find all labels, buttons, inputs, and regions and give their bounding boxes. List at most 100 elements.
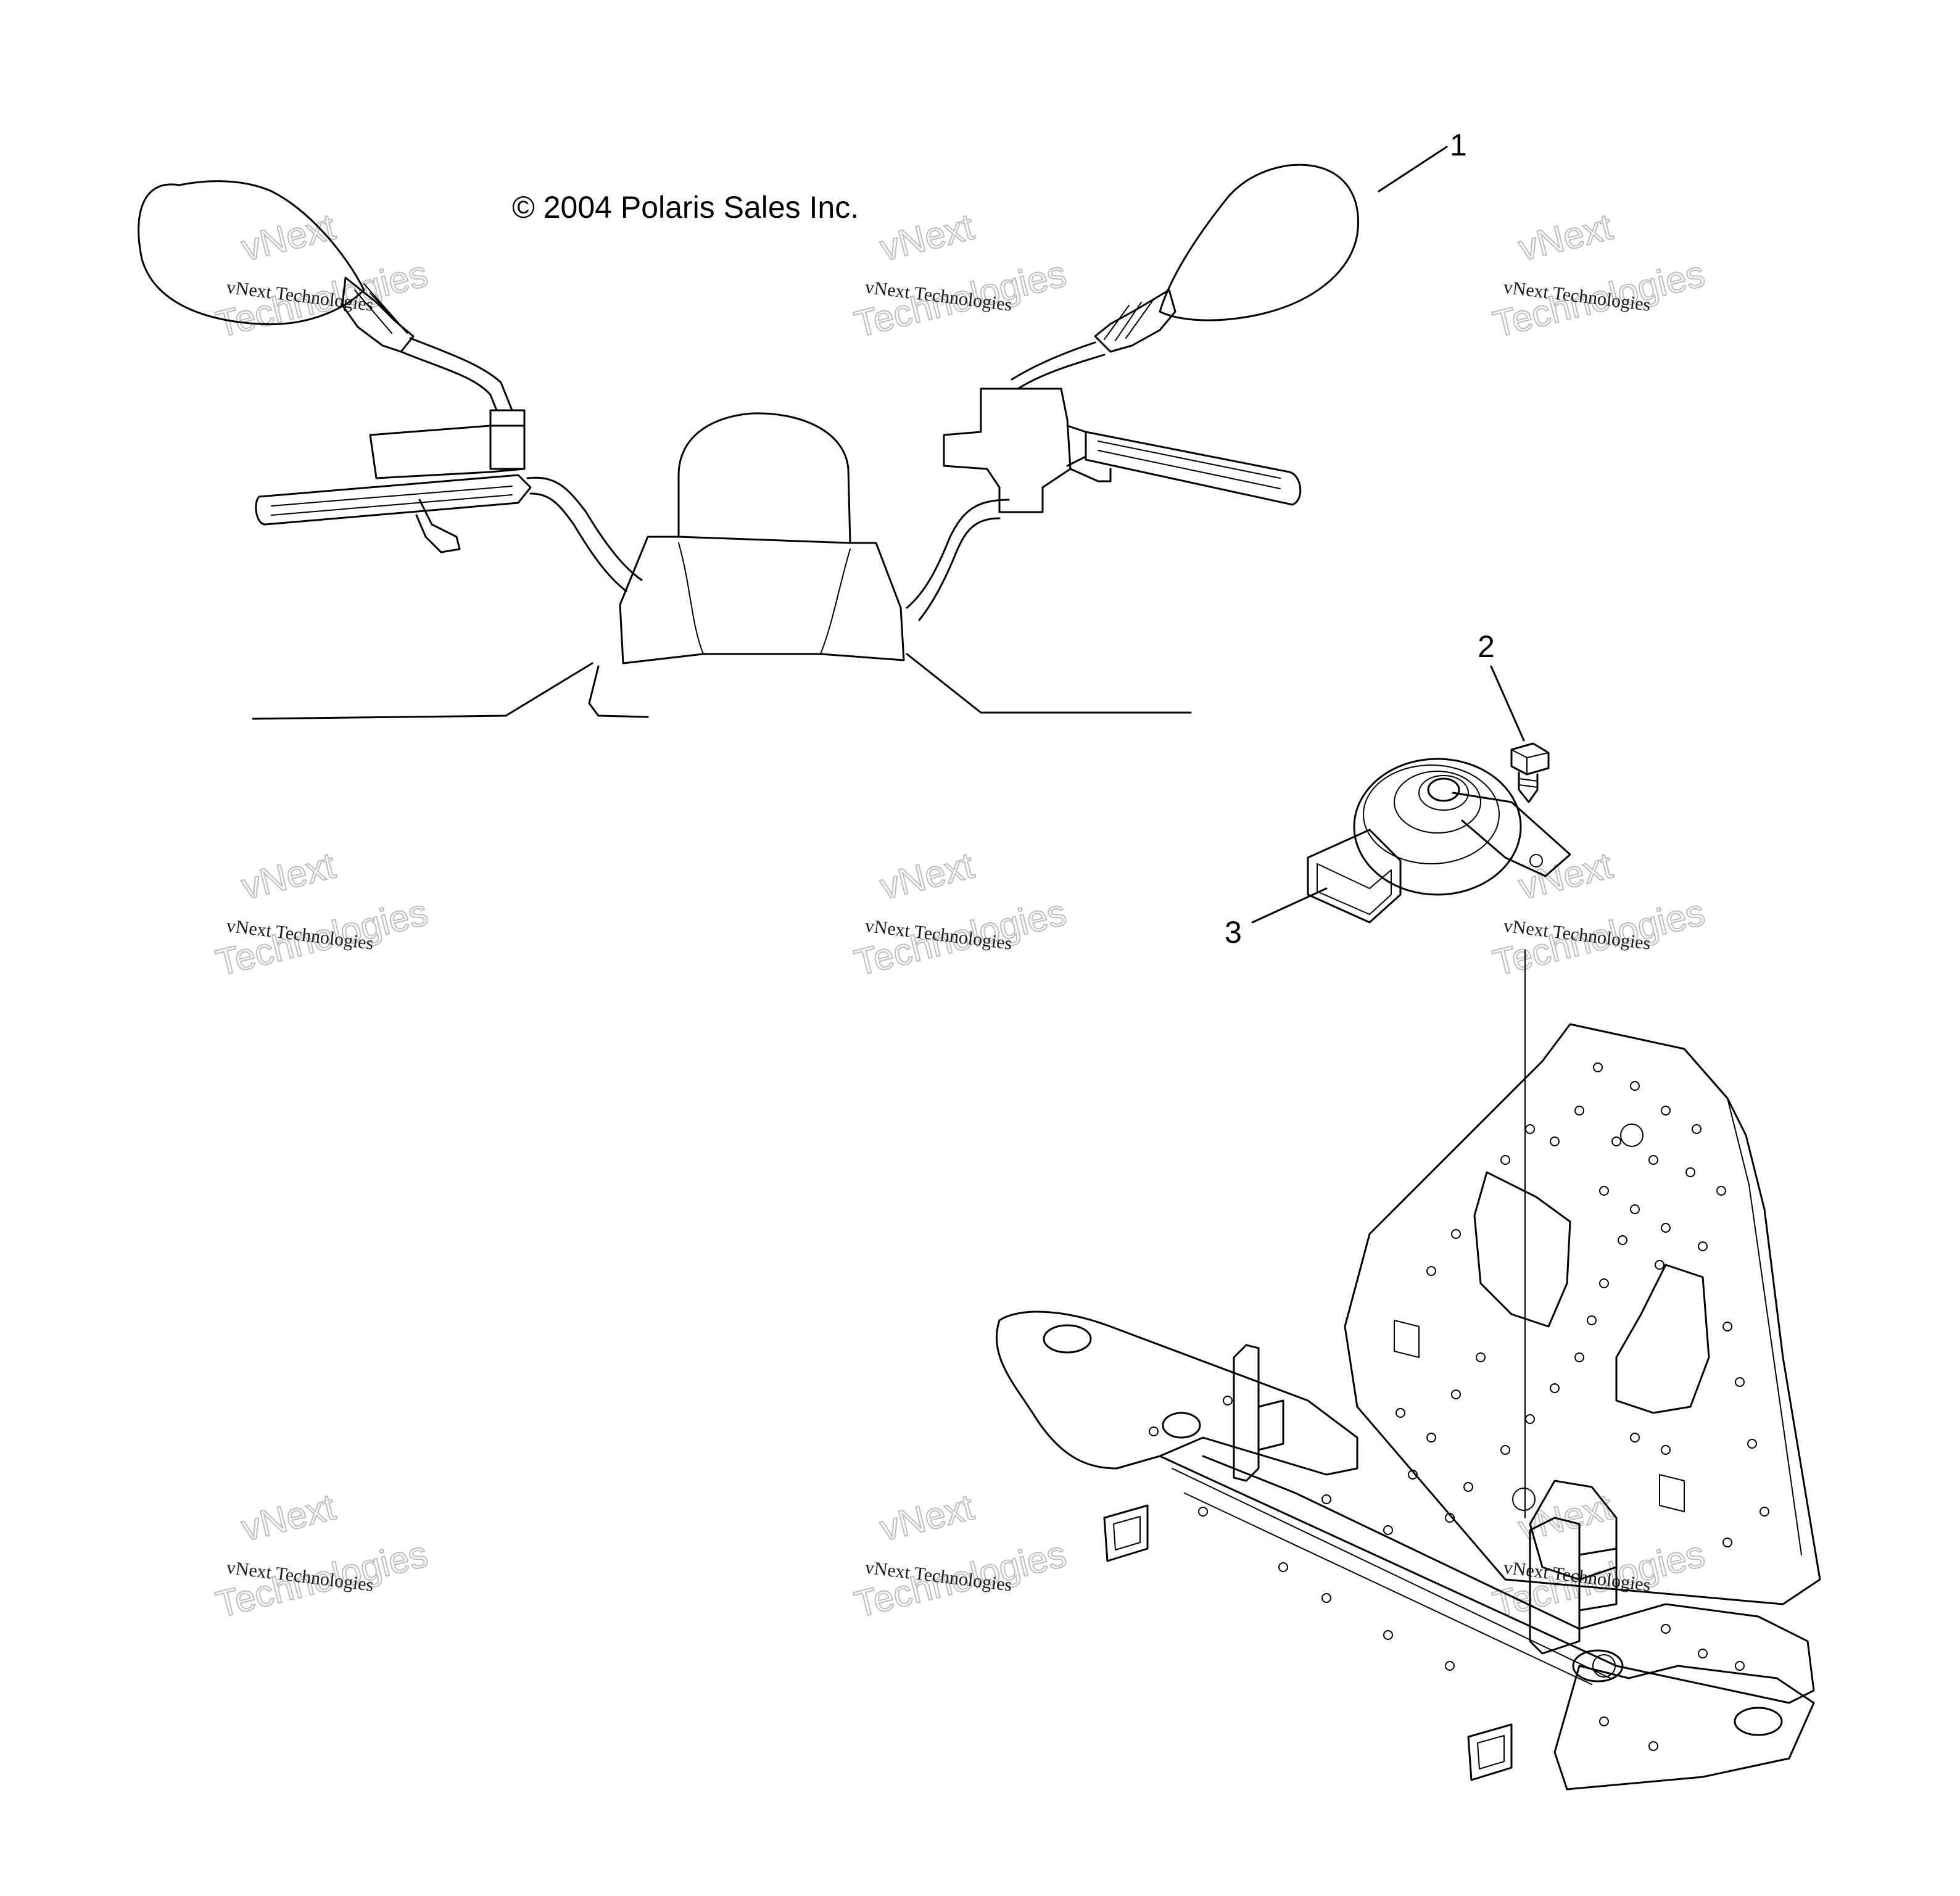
left-mirror-stem [400,337,513,412]
left-lever [415,499,461,553]
frame-hole [1574,1106,1584,1116]
bolt-shank [1518,771,1539,803]
cross-member-hole-left [1043,1324,1092,1354]
right-mirror-boot [1094,289,1176,353]
left-clamp [489,409,526,470]
frame-hole [1149,1426,1159,1436]
frame-hole [1630,1433,1640,1443]
rear-bracket [1529,1517,1581,1655]
frame-hole [1476,1352,1486,1362]
frame-hole [1550,1136,1560,1146]
rear-tube-end [1467,1723,1513,1781]
left-mirror-head [138,180,365,326]
frame-hole-large [1592,1654,1616,1678]
frame-holes [1149,1062,1769,1751]
callout-3: 3 [1225,887,1328,950]
frame-hole [1278,1562,1288,1572]
frame-hole [1550,1383,1560,1393]
frame-hole [1451,1229,1461,1239]
frame-hole [1599,1278,1609,1288]
frame-hole [1722,1538,1732,1547]
watermark-brand: vNext [876,205,978,268]
callout-2: 2 [1478,629,1525,742]
horn [1307,758,1571,924]
frame-hole [1321,1593,1331,1603]
frame-hole [1383,1630,1393,1640]
frame-hole [1525,1414,1535,1424]
frame-hole [1500,1445,1510,1455]
frame-hole [1618,1235,1627,1245]
frame-hole [1426,1433,1436,1443]
plate-opening-lower [1529,1480,1618,1581]
right-throttle [1066,424,1112,482]
frame-hole [1223,1396,1233,1405]
watermark-brand: vNext [1515,205,1616,268]
right-mirror-head [1159,164,1359,321]
frame-hole [1574,1352,1584,1362]
frame-hole [1451,1389,1461,1399]
frame-hole [1747,1439,1757,1449]
frame-hole [1599,1186,1609,1196]
plate-opening-upper [1473,1171,1571,1328]
frame-hole [1661,1223,1671,1233]
callout-3-label: 3 [1225,915,1242,950]
frame-hole [1759,1507,1769,1517]
frame-hole [1445,1661,1455,1671]
frame-hole [1685,1167,1695,1177]
left-control-housing [369,424,526,479]
bolt-head [1510,742,1550,776]
frame-hole [1716,1186,1726,1196]
frame-hole [1698,1241,1708,1251]
frame-hole [1611,1136,1621,1146]
frame-hole [1630,1081,1640,1091]
watermark-brand: vNext [238,205,339,268]
frame-hole-large [1620,1124,1644,1147]
frame-hole [1722,1322,1732,1331]
frame-hole [1655,1260,1664,1270]
frame-hole [1661,1106,1671,1116]
frame-hole [1408,1470,1418,1480]
frame-hole [1599,1716,1609,1726]
frame [995,950,1821,1790]
copyright-text: © 2004 Polaris Sales Inc. [512,190,859,225]
right-grip [1085,431,1302,506]
handlebar-bar-right [906,499,1010,621]
cowling-right [906,653,1192,714]
frame-hole [1661,1445,1671,1455]
frame-hole [1735,1661,1745,1671]
frame-hole [1692,1124,1702,1134]
right-control-housing [943,387,1072,513]
horn-body [1353,758,1522,896]
frame-hole [1198,1507,1208,1517]
frame-hole [1426,1266,1436,1276]
frame-hole [1383,1525,1393,1535]
frame-hole [1396,1408,1405,1418]
frame-hole [1630,1204,1640,1214]
lower-rail [1159,1455,1815,1704]
left-grip [255,474,532,526]
watermark-brand: vNext [876,844,978,907]
frame-hole-large [1512,1488,1536,1511]
right-mirror-stem [1011,341,1106,390]
frame-hole [1463,1482,1473,1492]
watermark-brand: vNext [1515,844,1616,907]
fairing [619,536,905,664]
plate-opening-right [1615,1264,1710,1414]
frame-hole [1648,1155,1658,1165]
handlebar-bar [526,476,643,592]
front-cross-member [995,1310,1358,1476]
callout-1-label: 1 [1450,128,1467,162]
frame-hole [1648,1741,1658,1751]
callout-2-label: 2 [1478,629,1495,664]
frame-hole [1735,1377,1745,1387]
frame-hole [1445,1513,1455,1523]
callout-1: 1 [1378,128,1467,192]
